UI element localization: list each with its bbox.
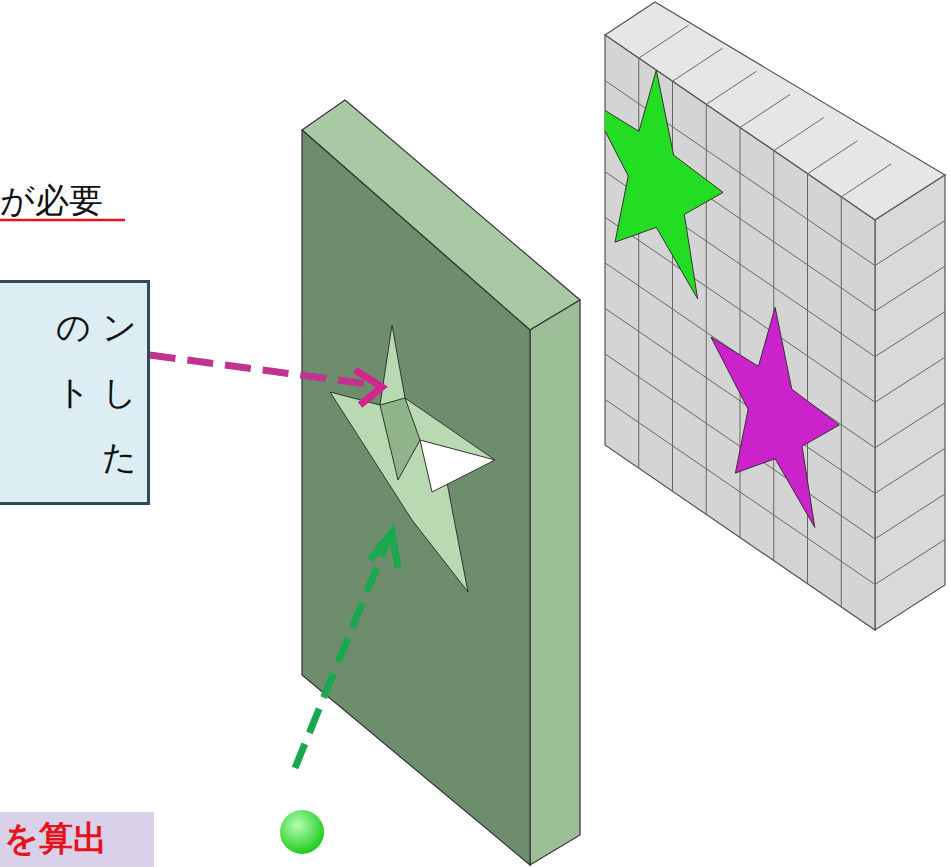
aperture-plate xyxy=(302,100,580,865)
note-box: の ント した xyxy=(0,280,150,505)
detector-grid xyxy=(590,2,945,630)
note-text: を算出 xyxy=(4,814,150,862)
note-text: の ント した xyxy=(37,295,137,490)
result-band: を算出 xyxy=(0,812,154,867)
note-label: が必要 xyxy=(0,180,103,220)
